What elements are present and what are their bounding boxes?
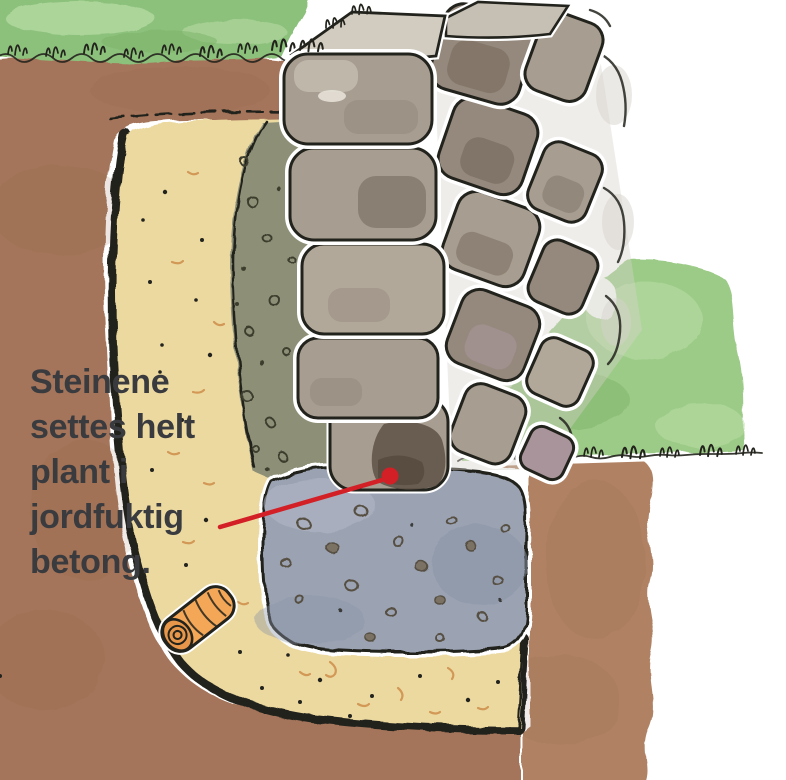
grass-top-blade-line xyxy=(0,38,301,63)
stone xyxy=(279,49,437,149)
soil-left xyxy=(0,52,520,780)
stone xyxy=(523,234,603,320)
caption-line: Steinene xyxy=(30,363,170,401)
grass-top xyxy=(0,0,309,64)
caption-line: settes helt xyxy=(30,408,195,446)
stone xyxy=(285,143,441,245)
arrow-dot xyxy=(381,467,399,485)
stone xyxy=(437,186,545,292)
sketch-stones xyxy=(558,8,634,450)
stone xyxy=(297,239,449,339)
stone xyxy=(522,136,608,228)
stone xyxy=(293,333,443,423)
stone xyxy=(521,332,599,412)
drain-pipe xyxy=(158,583,238,655)
caption-line: jordfuktig xyxy=(30,498,184,536)
sand-texture xyxy=(0,170,500,718)
caption-line: plant i xyxy=(30,453,129,491)
caption-line: betong. xyxy=(30,543,151,581)
soil-right xyxy=(458,457,654,780)
trench-top-dashed-line xyxy=(108,110,294,121)
stone xyxy=(445,378,531,469)
concrete-footing xyxy=(255,462,532,658)
pointer-arrow xyxy=(217,467,399,530)
stone xyxy=(515,421,579,485)
stone xyxy=(441,284,545,386)
caption: Steinene settes helt plant i jordfuktig … xyxy=(30,360,250,585)
stone xyxy=(433,92,543,200)
stone-wall xyxy=(279,0,634,494)
